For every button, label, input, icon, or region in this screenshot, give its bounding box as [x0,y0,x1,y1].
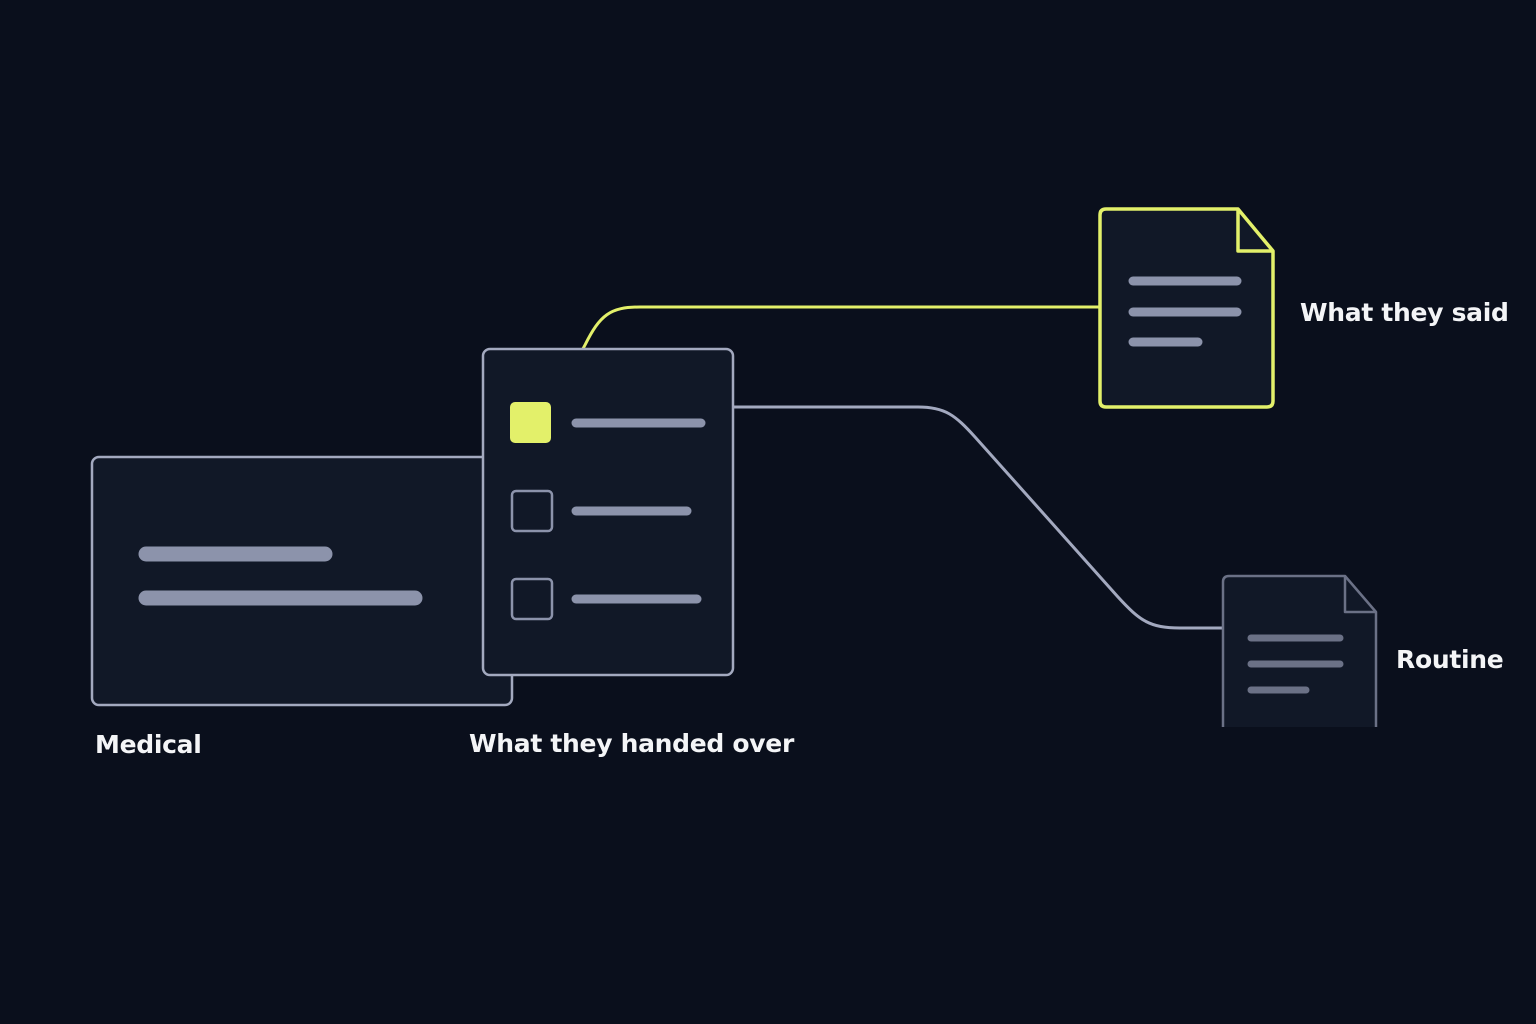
checklist-card [481,347,735,677]
checkbox-unchecked[interactable] [510,577,554,621]
checkbox-unchecked[interactable] [510,489,554,533]
connector-routine [731,405,1226,630]
label-what-they-said: What they said [1300,298,1509,327]
label-handed-over: What they handed over [469,729,794,758]
label-medical: Medical [95,730,202,759]
medical-card [90,455,514,707]
document-icon-routine [1221,574,1378,727]
document-icon [1098,207,1275,409]
label-routine: Routine [1396,645,1504,674]
checkbox-checked[interactable] [510,402,551,443]
